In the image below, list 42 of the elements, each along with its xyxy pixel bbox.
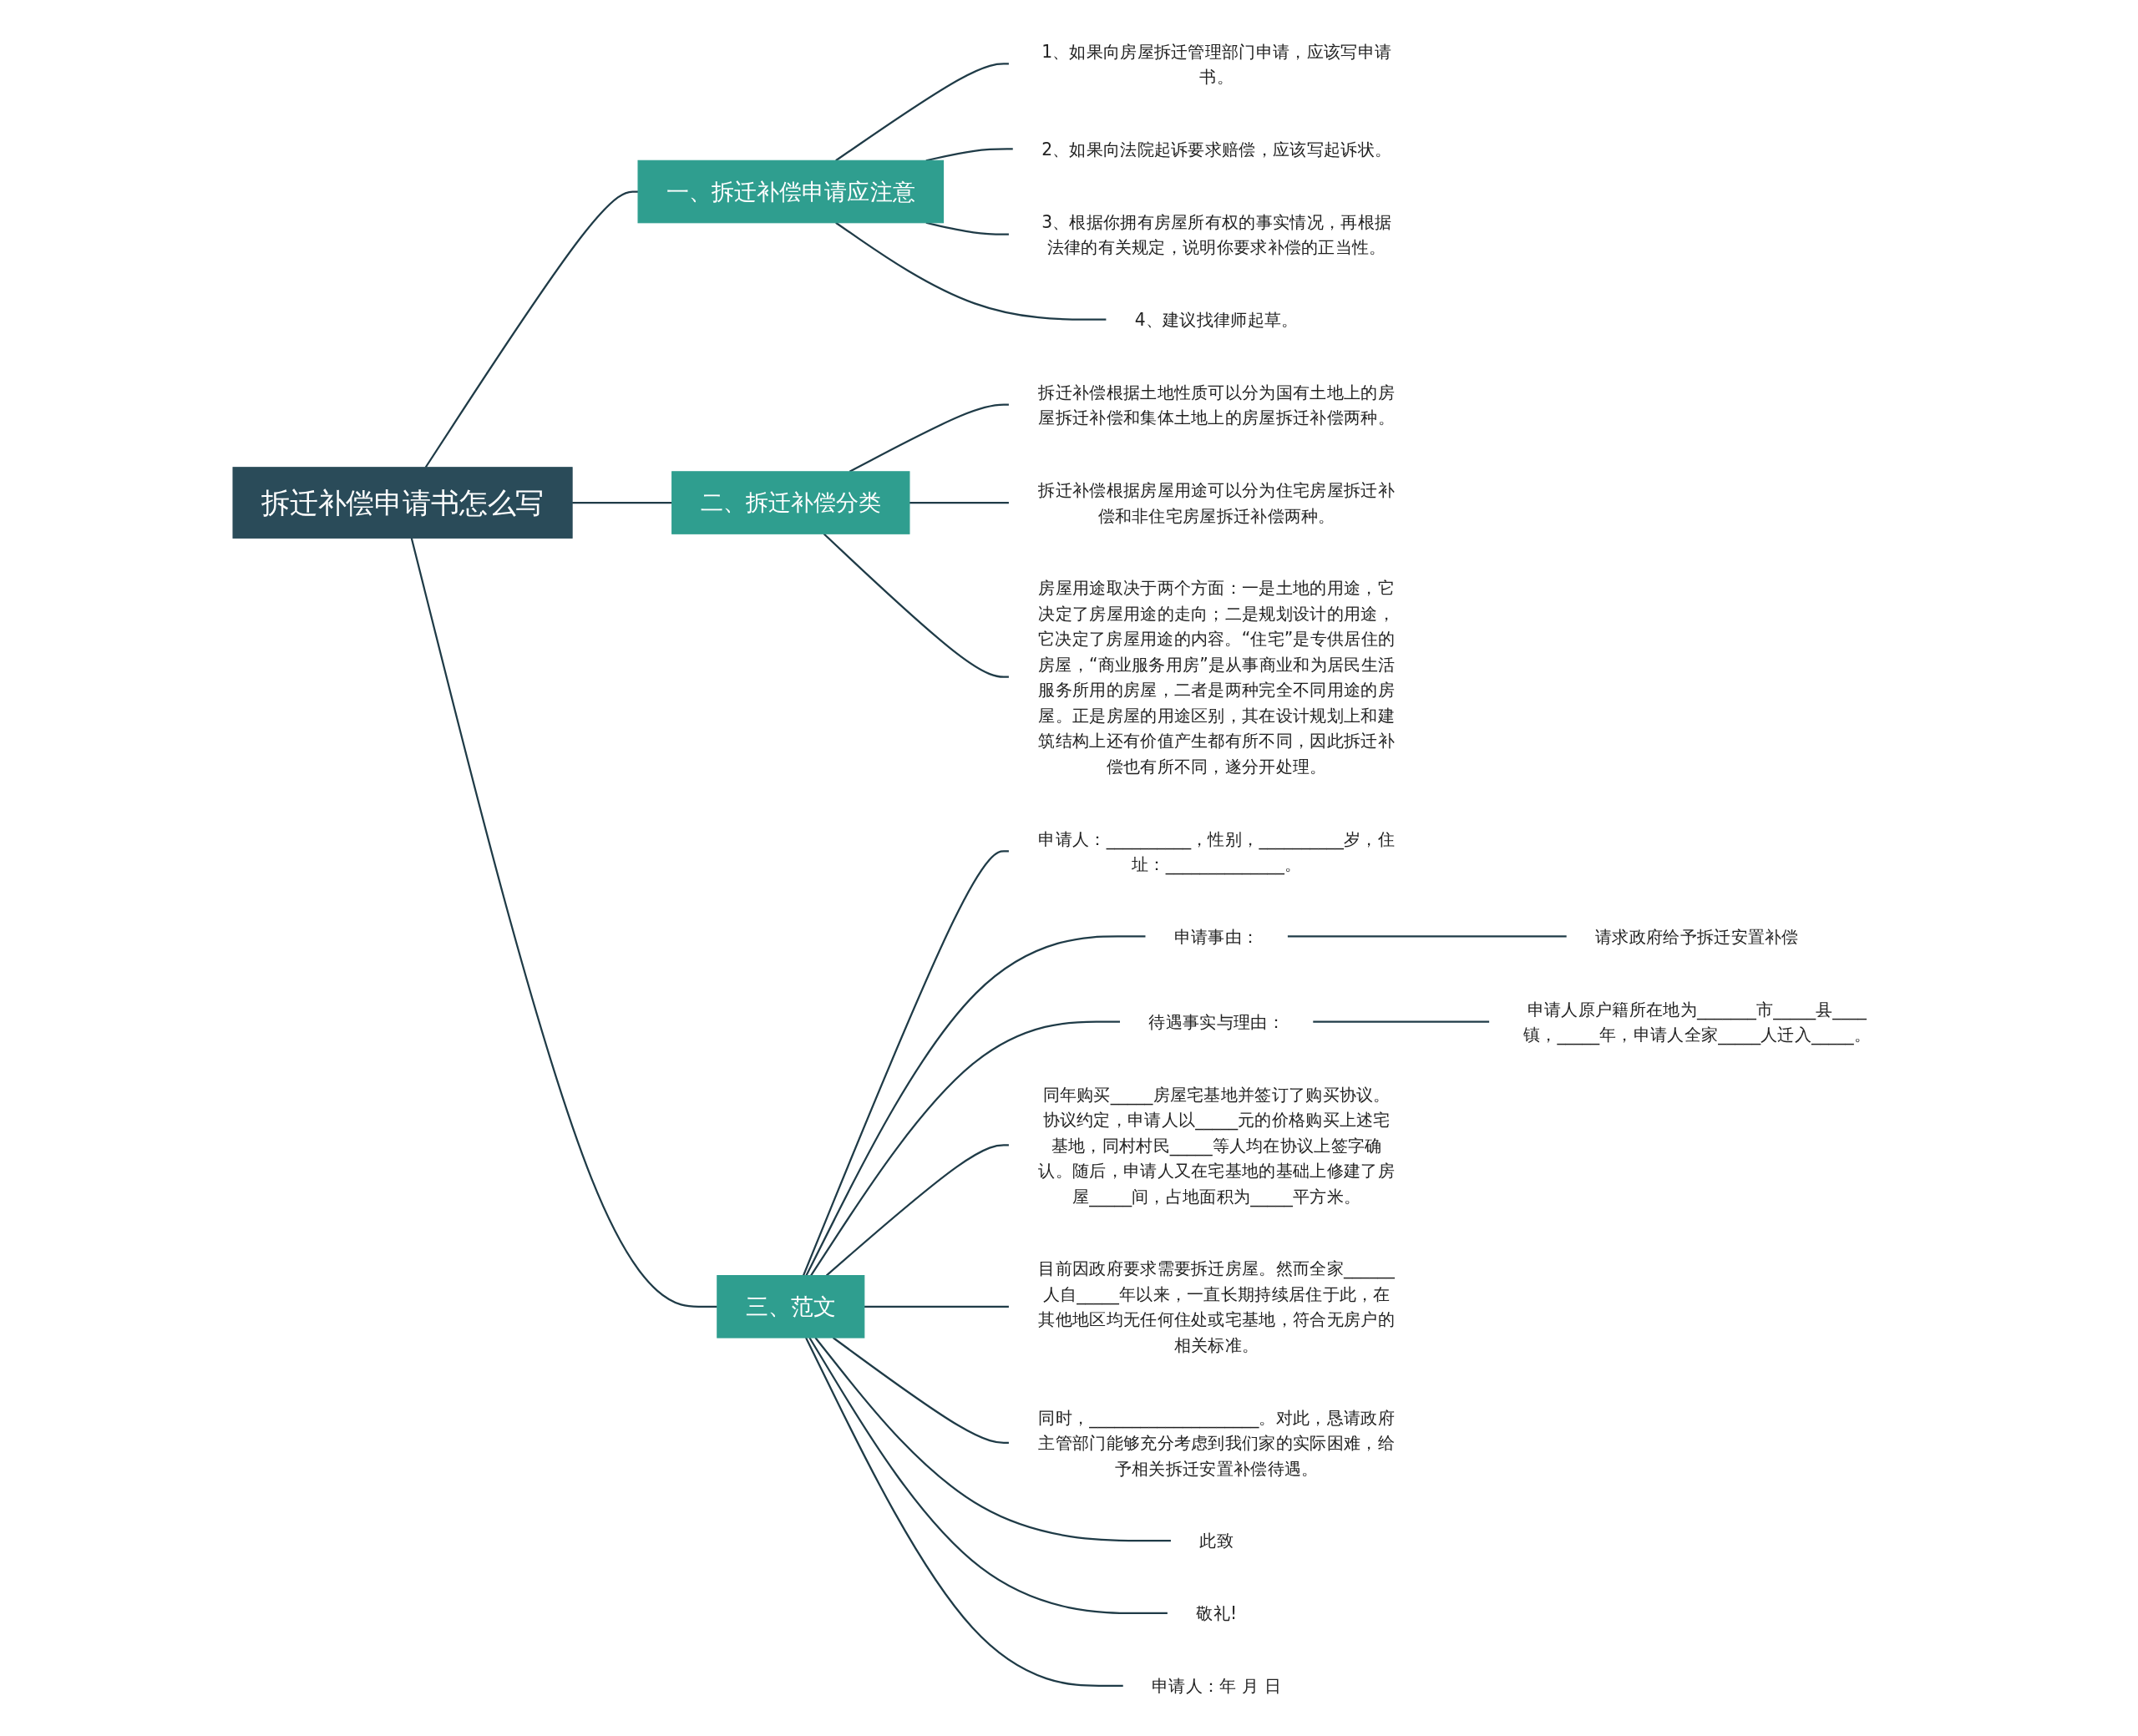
node-box: 二、拆迁补偿分类 bbox=[671, 470, 910, 534]
connector bbox=[1287, 934, 1568, 938]
connector bbox=[826, 1143, 1010, 1276]
node-text: 此致 bbox=[1199, 1530, 1234, 1551]
node-text: 敬礼! bbox=[1196, 1602, 1238, 1623]
node-text: 同时，____________________。对此，恳请政府主管部门能够充分考虑到我们家的实际困难，给予相关拆迁安置补偿待遇。 bbox=[1038, 1406, 1396, 1478]
node-text: 申请人：__________，性别，__________岁，住址：______________。 bbox=[1038, 828, 1396, 873]
connector bbox=[835, 62, 1010, 161]
connector bbox=[849, 403, 1010, 473]
node-text: 请求政府给予拆迁安置补偿 bbox=[1595, 926, 1800, 946]
node-text: 拆迁补偿根据土地性质可以分为国有土地上的房屋拆迁补偿和集体土地上的房屋拆迁补偿两种。 bbox=[1038, 382, 1396, 428]
node-text: 同年购买_____房屋宅基地并签订了购买协议。协议约定，申请人以_____元的价格购买上述宅基地，同村村民_____等人均在协议上签字确认。随后，申请人又在宅基地的基础上修建了房屋_____间，占地面积为_____平方米。 bbox=[1038, 1084, 1396, 1206]
node-text: 3、根据你拥有房屋所有权的事实情况，再根据法律的有关规定，说明你要求补偿的正当性。 bbox=[1041, 211, 1392, 257]
connector bbox=[810, 1020, 1122, 1276]
node-text: 待遇事实与理由： bbox=[1148, 1011, 1285, 1031]
connector bbox=[572, 501, 673, 504]
connector bbox=[835, 221, 1107, 321]
connector bbox=[805, 934, 1147, 1276]
node-text: 1、如果向房屋拆迁管理部门申请，应该写申请书。 bbox=[1041, 40, 1392, 86]
node-text: 2、如果向法院起诉要求赔偿，应该写起诉状。 bbox=[1041, 139, 1392, 159]
connector bbox=[926, 221, 1010, 235]
node-text: 目前因政府要求需要拆迁房屋。然而全家______人自_____年以来，一直长期持续居住于此，在其他地区均无任何住处或宅基地，符合无房户的相关标准。 bbox=[1038, 1258, 1396, 1354]
connector bbox=[823, 532, 1010, 678]
connector bbox=[814, 1336, 1172, 1541]
node-box: 拆迁补偿申请书怎么写 bbox=[232, 466, 574, 539]
connector bbox=[864, 1305, 1010, 1308]
node-text: 申请人原户籍所在地为_______市_____县____镇，_____年，申请人全家_____人迁入_____。 bbox=[1523, 999, 1872, 1045]
connector bbox=[833, 1336, 1010, 1444]
connector bbox=[805, 1337, 1124, 1687]
node-text: 拆迁补偿根据房屋用途可以分为住宅房屋拆迁补偿和非住宅房屋拆迁补偿两种。 bbox=[1038, 479, 1396, 525]
node-text: 4、建议找律师起草。 bbox=[1135, 309, 1299, 330]
node-text: 申请事由： bbox=[1174, 926, 1259, 946]
connector bbox=[411, 537, 718, 1308]
connector bbox=[803, 849, 1010, 1276]
node-text: 房屋用途取决于两个方面：一是土地的用途，它决定了房屋用途的走向；二是规划设计的用途，它决定了房屋用途的内容。“住宅”是专供居住的房屋，“商业服务用房”是从事商业和为居民生活服务所用的房屋，二者是两种完全不同用途的房屋。正是房屋的用途区别，其在设计规划上和建筑结构上还有价值产生都有所不同，因此拆迁补偿也有所不同，遂分开处理。 bbox=[1038, 577, 1396, 776]
node-text: 申请人：年 月 日 bbox=[1152, 1675, 1282, 1696]
connector bbox=[425, 190, 639, 468]
node-box: 一、拆迁补偿申请应注意 bbox=[637, 159, 945, 223]
connector bbox=[1313, 1020, 1491, 1023]
node-box: 三、范文 bbox=[717, 1274, 865, 1339]
connector bbox=[808, 1336, 1168, 1614]
connector bbox=[909, 501, 1010, 504]
